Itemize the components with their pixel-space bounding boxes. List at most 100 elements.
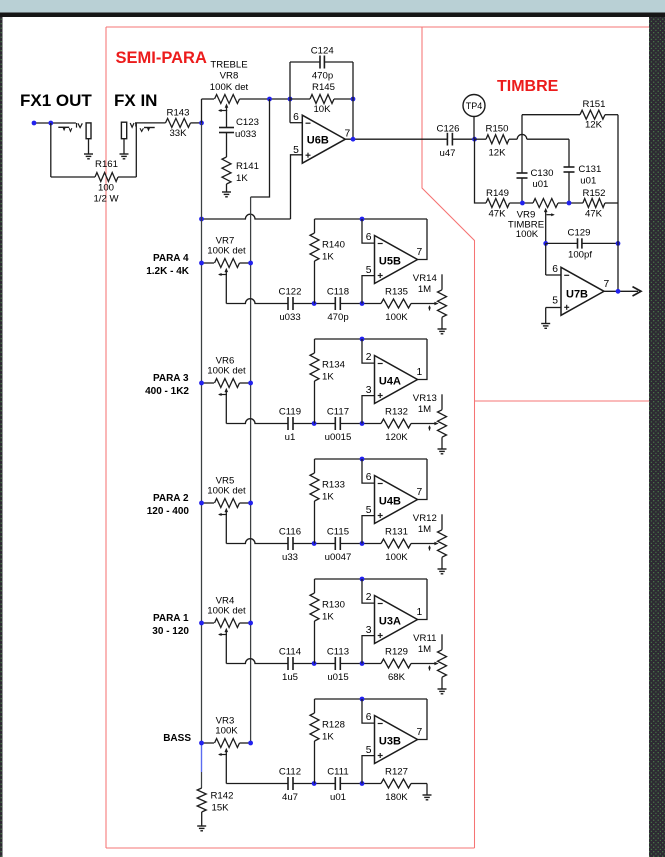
- svg-text:R151: R151: [583, 99, 606, 110]
- svg-text:12K: 12K: [585, 120, 603, 131]
- svg-text:u033: u033: [235, 129, 256, 140]
- svg-text:C114: C114: [279, 647, 302, 658]
- svg-text:R131: R131: [385, 527, 408, 538]
- svg-text:4u7: 4u7: [282, 792, 298, 803]
- svg-text:C113: C113: [327, 647, 349, 658]
- svg-text:R127: R127: [385, 767, 408, 778]
- svg-text:R129: R129: [385, 647, 408, 658]
- svg-text:R134: R134: [322, 360, 346, 371]
- svg-text:u01: u01: [330, 792, 346, 803]
- svg-text:R152: R152: [583, 188, 606, 199]
- svg-text:10K: 10K: [313, 104, 331, 115]
- svg-text:TREBLE: TREBLE: [210, 60, 247, 71]
- svg-text:100: 100: [98, 183, 114, 194]
- svg-text:1K: 1K: [322, 492, 334, 503]
- svg-text:u015: u015: [327, 672, 348, 683]
- svg-text:U4A: U4A: [379, 375, 401, 387]
- svg-text:1.2K - 4K: 1.2K - 4K: [146, 266, 190, 277]
- svg-text:C112: C112: [279, 767, 301, 778]
- svg-text:120 - 400: 120 - 400: [147, 506, 190, 517]
- svg-text:R142: R142: [211, 791, 234, 802]
- svg-text:C119: C119: [279, 407, 301, 418]
- svg-text:u033: u033: [279, 312, 300, 323]
- svg-text:VR8: VR8: [220, 71, 239, 82]
- svg-text:U5B: U5B: [379, 255, 401, 267]
- svg-text:C124: C124: [311, 46, 335, 57]
- svg-text:100K det: 100K det: [207, 365, 246, 376]
- svg-text:R128: R128: [322, 720, 345, 731]
- svg-text:100K: 100K: [516, 229, 539, 240]
- svg-text:C122: C122: [279, 287, 302, 298]
- svg-text:33K: 33K: [169, 128, 187, 139]
- svg-text:100K det: 100K det: [210, 82, 249, 93]
- svg-text:R145: R145: [312, 82, 335, 93]
- svg-text:PARA 4: PARA 4: [153, 253, 189, 264]
- svg-text:2: 2: [366, 352, 372, 363]
- svg-text:U7B: U7B: [566, 288, 588, 300]
- svg-text:5: 5: [366, 505, 372, 516]
- svg-text:R132: R132: [385, 407, 408, 418]
- svg-text:C111: C111: [327, 767, 349, 778]
- svg-text:SEMI-PARA: SEMI-PARA: [116, 49, 207, 67]
- svg-text:R135: R135: [385, 287, 408, 298]
- svg-text:5: 5: [552, 296, 558, 307]
- svg-text:VR11: VR11: [413, 633, 436, 644]
- svg-text:R141: R141: [236, 161, 259, 172]
- svg-text:C123: C123: [236, 117, 259, 128]
- svg-text:12K: 12K: [488, 147, 506, 158]
- svg-text:5: 5: [366, 265, 372, 276]
- svg-text:U4B: U4B: [379, 495, 401, 507]
- svg-text:C117: C117: [327, 407, 349, 418]
- svg-text:1u5: 1u5: [282, 672, 298, 683]
- svg-text:470p: 470p: [327, 312, 348, 323]
- svg-text:100K: 100K: [385, 312, 408, 323]
- svg-text:VR14: VR14: [413, 273, 438, 284]
- svg-text:VR5: VR5: [216, 476, 235, 487]
- svg-text:u33: u33: [282, 552, 298, 563]
- svg-text:VR7: VR7: [216, 236, 235, 247]
- svg-text:1K: 1K: [322, 612, 334, 623]
- svg-text:68K: 68K: [388, 672, 406, 683]
- svg-text:1K: 1K: [322, 732, 334, 743]
- svg-text:R150: R150: [486, 123, 509, 134]
- svg-text:R130: R130: [322, 600, 345, 611]
- svg-text:100pf: 100pf: [568, 249, 592, 260]
- svg-text:400 - 1K2: 400 - 1K2: [145, 386, 189, 397]
- svg-text:C115: C115: [327, 527, 349, 538]
- svg-text:U6B: U6B: [307, 135, 329, 147]
- svg-text:VR13: VR13: [413, 393, 437, 404]
- svg-text:1: 1: [417, 367, 423, 378]
- svg-text:FX IN: FX IN: [114, 91, 157, 110]
- svg-text:C130: C130: [531, 168, 554, 179]
- svg-text:6: 6: [293, 112, 299, 123]
- svg-text:1: 1: [417, 607, 423, 618]
- svg-text:1K: 1K: [322, 372, 334, 383]
- svg-text:U3A: U3A: [379, 615, 401, 627]
- svg-text:VR4: VR4: [216, 596, 235, 607]
- svg-text:7: 7: [417, 247, 423, 258]
- svg-text:6: 6: [366, 712, 372, 723]
- svg-text:U3B: U3B: [379, 735, 401, 747]
- svg-text:BASS: BASS: [163, 733, 191, 744]
- svg-text:1M: 1M: [418, 404, 431, 415]
- svg-text:3: 3: [366, 385, 372, 396]
- svg-text:u01: u01: [532, 179, 548, 190]
- svg-text:47K: 47K: [585, 208, 603, 219]
- svg-text:VR3: VR3: [216, 716, 235, 727]
- svg-text:PARA 3: PARA 3: [153, 373, 189, 384]
- svg-text:15K: 15K: [212, 803, 230, 814]
- svg-text:1M: 1M: [418, 644, 431, 655]
- svg-text:u0047: u0047: [325, 552, 352, 563]
- svg-text:6: 6: [366, 232, 372, 243]
- svg-text:3: 3: [366, 625, 372, 636]
- svg-text:u0015: u0015: [325, 432, 352, 443]
- svg-text:100K det: 100K det: [207, 605, 246, 616]
- svg-text:FX1 OUT: FX1 OUT: [20, 91, 92, 110]
- svg-text:R133: R133: [322, 480, 345, 491]
- svg-text:C129: C129: [568, 227, 591, 238]
- svg-text:5: 5: [293, 145, 299, 156]
- svg-text:1K: 1K: [236, 173, 248, 184]
- svg-text:C126: C126: [437, 124, 460, 135]
- svg-text:100K: 100K: [385, 552, 408, 563]
- svg-text:TIMBRE: TIMBRE: [508, 220, 544, 231]
